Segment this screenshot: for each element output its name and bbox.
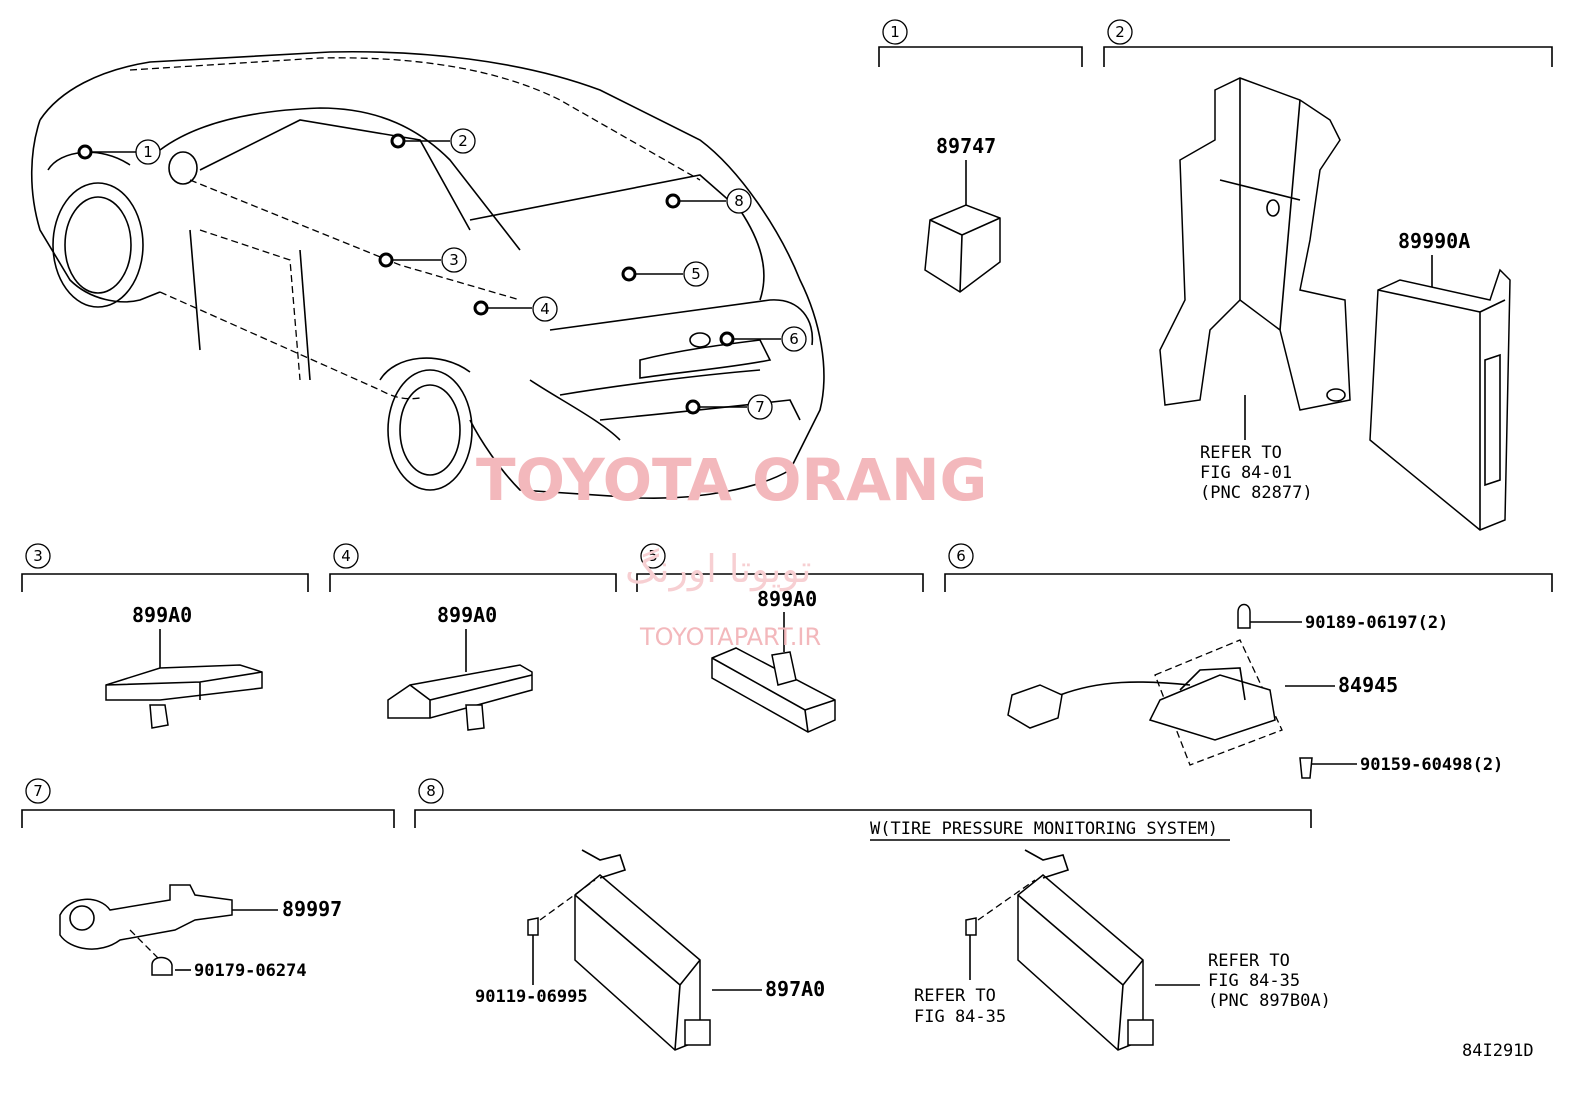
marker-dot-7 <box>685 399 701 415</box>
section-6-number <box>948 543 974 569</box>
marker-dot-3 <box>378 252 394 268</box>
part-number-89747: 89747 <box>936 134 996 158</box>
svg-text:4: 4 <box>341 547 351 565</box>
section-3-number <box>25 543 51 569</box>
svg-text:7: 7 <box>755 398 765 416</box>
part-number-90159-60498: 90159-60498(2) <box>1360 755 1503 775</box>
callout-4 <box>532 296 558 322</box>
section-8-condition: W(TIRE PRESSURE MONITORING SYSTEM) <box>870 819 1218 839</box>
section-1-part: 89747 <box>924 134 1001 293</box>
part-number-899A0-s5: 899A0 <box>757 587 817 611</box>
section-5-number <box>640 543 666 569</box>
section-2-number <box>1107 19 1133 45</box>
svg-text:5: 5 <box>691 265 701 283</box>
section-2-parts: REFER TO FIG 84-01 (PNC 82877) 89990A <box>1159 77 1511 531</box>
svg-text:4: 4 <box>540 300 550 318</box>
svg-text:2: 2 <box>458 132 468 150</box>
section-4-part: 899A0 <box>387 603 533 731</box>
svg-text:3: 3 <box>33 547 43 565</box>
callout-3 <box>441 247 467 273</box>
svg-text:1: 1 <box>143 143 153 161</box>
section-2-note-line-1: REFER TO <box>1200 443 1282 463</box>
section-1-number <box>882 19 908 45</box>
section-6-parts: 90189-06197(2) 84945 90159-60498(2) <box>1007 603 1503 779</box>
part-number-897A0: 897A0 <box>765 977 825 1001</box>
diagram-code: 84I291D <box>1462 1041 1534 1061</box>
section-7-number <box>25 778 51 804</box>
watermark-persian: تویوتا اورنگ <box>625 547 812 592</box>
callout-1 <box>135 139 161 165</box>
callout-8 <box>726 188 752 214</box>
svg-text:3: 3 <box>449 251 459 269</box>
section-2-note-line-3: (PNC 82877) <box>1200 483 1313 503</box>
section-8-number <box>418 778 444 804</box>
svg-text:8: 8 <box>734 192 744 210</box>
svg-text:6: 6 <box>789 330 799 348</box>
section-7-parts: 89997 90179-06274 <box>59 884 342 981</box>
section-8-left-note-line-2: FIG 84-35 <box>914 1007 1006 1027</box>
marker-dot-5 <box>621 266 637 282</box>
callout-5 <box>683 261 709 287</box>
vehicle-illustration <box>30 50 825 500</box>
callout-6 <box>781 326 807 352</box>
part-number-90119-06995: 90119-06995 <box>475 987 588 1007</box>
part-number-84945: 84945 <box>1338 673 1398 697</box>
watermark: TOYOTA ORANG تویوتا اورنگ TOYOTAPART.IR <box>476 446 987 651</box>
marker-dot-8 <box>665 193 681 209</box>
marker-dot-6 <box>719 331 735 347</box>
svg-text:7: 7 <box>33 782 43 800</box>
callout-7 <box>747 394 773 420</box>
section-8-right-note-line-2: FIG 84-35 <box>1208 971 1300 991</box>
section-8-parts: W(TIRE PRESSURE MONITORING SYSTEM) 897A0… <box>475 819 1331 1051</box>
svg-text:6: 6 <box>956 547 966 565</box>
section-8-right-note-line-1: REFER TO <box>1208 951 1290 971</box>
section-3-part: 899A0 <box>105 603 263 729</box>
part-number-89990A: 89990A <box>1398 229 1470 253</box>
section-2-note-line-2: FIG 84-01 <box>1200 463 1292 483</box>
section-brackets: 1 2 3 4 5 6 7 8 <box>21 19 1553 828</box>
section-8-left-note-line-1: REFER TO <box>914 986 996 1006</box>
marker-dot-2 <box>390 133 406 149</box>
section-5-part: 899A0 <box>711 587 836 733</box>
watermark-site: TOYOTAPART.IR <box>639 623 821 651</box>
watermark-brand: TOYOTA ORANG <box>476 446 987 514</box>
marker-dot-1 <box>77 144 93 160</box>
part-number-899A0-s3: 899A0 <box>132 603 192 627</box>
callout-2 <box>450 128 476 154</box>
section-8-right-note-line-3: (PNC 897B0A) <box>1208 991 1331 1011</box>
part-number-90189-06197: 90189-06197(2) <box>1305 613 1448 633</box>
part-number-899A0-s4: 899A0 <box>437 603 497 627</box>
marker-dot-4 <box>473 300 489 316</box>
section-4-number <box>333 543 359 569</box>
svg-text:5: 5 <box>648 547 658 565</box>
callout-markers: 1 2 3 4 5 6 7 8 <box>77 128 807 420</box>
part-number-90179-06274: 90179-06274 <box>194 961 307 981</box>
svg-text:8: 8 <box>426 782 436 800</box>
svg-text:2: 2 <box>1115 23 1125 41</box>
svg-text:1: 1 <box>890 23 900 41</box>
part-number-89997: 89997 <box>282 897 342 921</box>
